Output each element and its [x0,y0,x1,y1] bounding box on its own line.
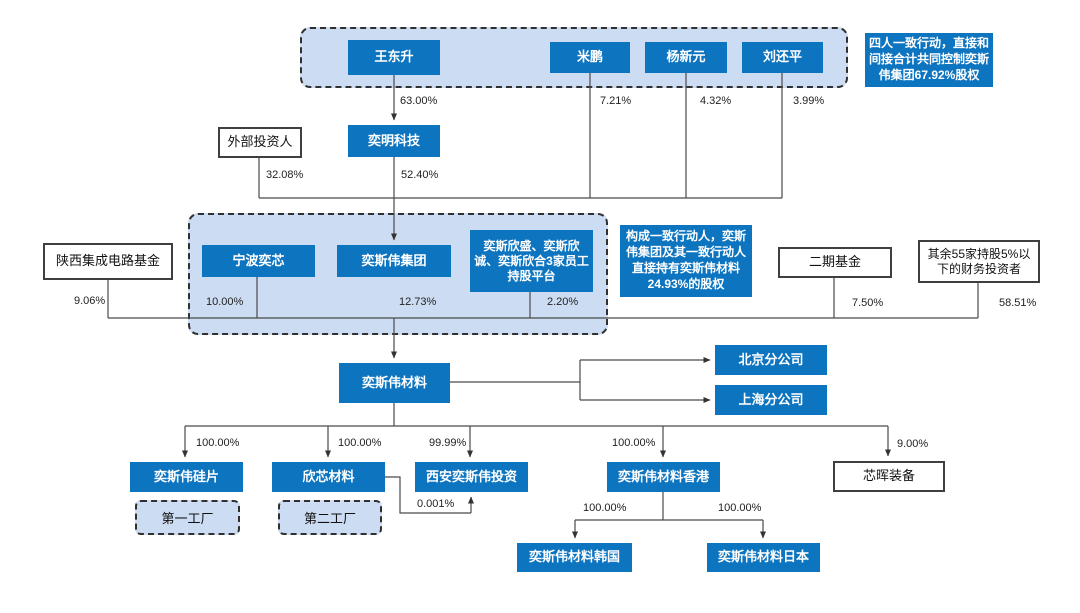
pct-liu-huan-ping: 3.99% [793,95,825,107]
node-other-55-financial-investors: 其余55家持股5%以下的财务投资者 [918,240,1040,283]
node-yisiwei-silicon-wafer: 奕斯伟硅片 [130,462,243,492]
pct-external-investors: 32.08% [266,169,304,181]
node-mi-peng: 米鹏 [550,42,630,73]
node-yisiwei-material-japan: 奕斯伟材料日本 [707,543,820,572]
node-ningbo-yixin: 宁波奕芯 [202,245,315,277]
node-yisiwei-material-hongkong: 奕斯伟材料香港 [607,462,720,492]
pct-wang-to-yiming: 63.00% [400,95,438,107]
node-wang-dong-sheng: 王东升 [348,40,440,75]
pct-phase-two-fund: 7.50% [852,297,884,309]
pct-ningbo-yixin: 10.00% [206,296,244,308]
pct-esop: 2.20% [547,296,579,308]
node-beijing-branch: 北京分公司 [715,345,827,375]
node-yisiwei-material: 奕斯伟材料 [339,363,450,403]
node-phase-two-fund: 二期基金 [778,247,892,278]
node-esop-platforms: 奕斯欣盛、奕斯欣诚、奕斯欣合3家员工持股平台 [470,230,593,292]
pct-yang-xin-yuan: 4.32% [700,95,732,107]
node-shaanxi-ic-fund: 陕西集成电路基金 [43,243,173,280]
pct-hongkong: 100.00% [612,437,656,449]
node-yisiwei-group: 奕斯伟集团 [337,245,451,277]
pct-xinxin-material: 100.00% [338,437,382,449]
pct-shaanxi-fund: 9.06% [74,295,106,307]
pct-japan: 100.00% [718,502,762,514]
node-yisiwei-material-korea: 奕斯伟材料韩国 [517,543,632,572]
node-xinxin-material: 欣芯材料 [272,462,385,492]
pct-yiming: 52.40% [401,169,439,181]
pct-yisiwei-group: 12.73% [399,296,437,308]
pct-xian-investment: 99.99% [429,437,467,449]
node-yiming-technology: 奕明科技 [348,125,440,157]
node-yang-xin-yuan: 杨新元 [645,42,727,73]
node-factory-two: 第二工厂 [278,500,382,535]
pct-other-investors: 58.51% [999,297,1037,309]
pct-silicon-wafer: 100.00% [196,437,240,449]
pct-xinxin-to-xian: 0.001% [417,498,455,510]
node-liu-huan-ping: 刘还平 [742,42,823,73]
node-external-investors: 外部投资人 [218,127,302,158]
pct-mi-peng: 7.21% [600,95,632,107]
pct-korea: 100.00% [583,502,627,514]
node-xinhui-equipment: 芯晖装备 [833,461,945,492]
node-shanghai-branch: 上海分公司 [715,385,827,415]
note-concert-party-24-93: 构成一致行动人，奕斯伟集团及其一致行动人直接持有奕斯伟材料24.93%的股权 [620,225,752,297]
pct-xinhui-equipment: 9.00% [897,438,929,450]
note-four-persons-acting-in-concert: 四人一致行动，直接和间接合计共同控制奕斯伟集团67.92%股权 [865,33,993,87]
node-factory-one: 第一工厂 [135,500,240,535]
node-xian-yisiwei-investment: 西安奕斯伟投资 [415,462,528,492]
